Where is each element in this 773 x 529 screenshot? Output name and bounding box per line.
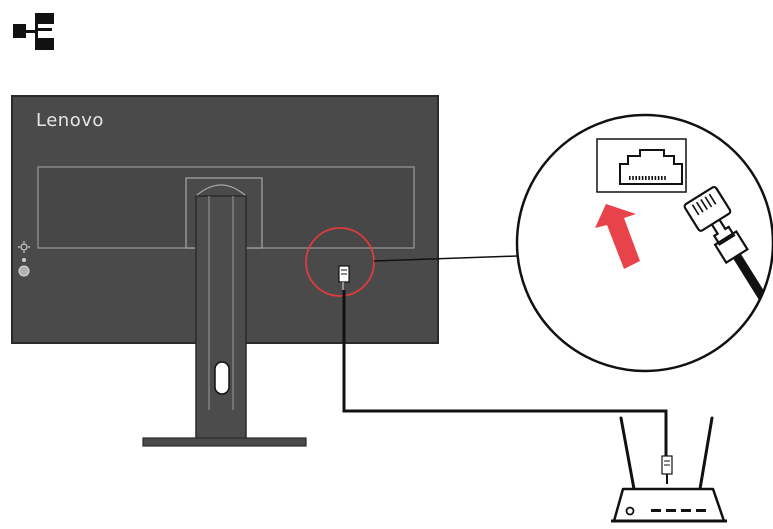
power-button [18,265,30,277]
indicator-light [22,258,26,262]
lan-cable [342,290,668,458]
port-highlight-circle [305,227,375,297]
monitor-rj45-plug [338,265,350,290]
monitor-stand [142,177,307,447]
joystick-icon [18,241,30,253]
rj45-plug-icon [683,185,773,335]
callout-leader-line [373,255,518,262]
zoom-callout [373,113,773,373]
network-icon [13,13,54,50]
brand-logo: Lenovo [36,110,104,131]
insert-arrow-icon [595,204,640,269]
router-icon [611,416,727,523]
ethernet-port-icon [596,138,687,193]
